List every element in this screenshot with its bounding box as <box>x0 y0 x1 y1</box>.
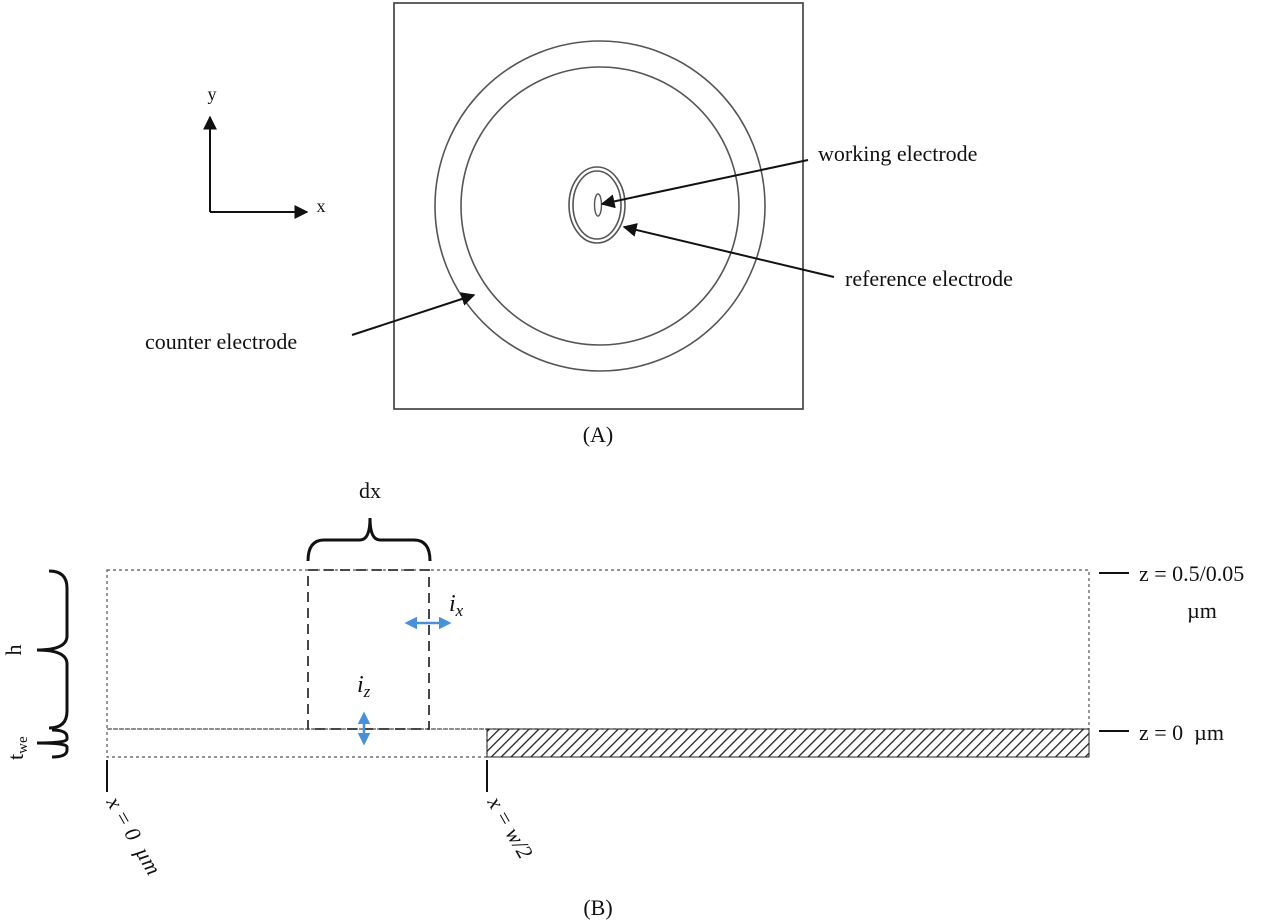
x-half-label: x = w/2 <box>482 791 538 863</box>
xy-axes: y x <box>203 84 326 219</box>
working-electrode <box>593 193 603 217</box>
electrolyte-domain <box>106 569 1090 730</box>
h-label: h <box>1 645 26 656</box>
ix-label: ix <box>449 591 464 620</box>
reference-electrode-leader <box>622 223 835 278</box>
reference-electrode-label: reference electrode <box>845 266 1013 291</box>
z-top-label-line2: µm <box>1187 598 1217 623</box>
ix-sub: x <box>455 601 464 620</box>
z-top-label-line1: z = 0.5/0.05 <box>1139 561 1244 586</box>
counter-electrode-leader <box>351 292 476 336</box>
x-zero-label: x = 0 µm <box>101 791 166 879</box>
counter-electrode-label: counter electrode <box>145 329 297 354</box>
control-volume <box>307 569 430 730</box>
twe-label: twe <box>3 736 31 760</box>
reference-electrode-outer <box>568 166 626 244</box>
dx-label: dx <box>359 478 381 503</box>
z-zero-label: z = 0 µm <box>1139 720 1224 745</box>
y-axis-label: y <box>208 84 217 104</box>
h-brace <box>36 569 69 730</box>
iz-sub: z <box>363 682 371 701</box>
working-electrode-leader <box>600 159 809 209</box>
twe-brace <box>36 728 69 759</box>
x-axis-label: x <box>317 196 326 216</box>
ix-main: i <box>449 591 456 617</box>
insulating-substrate-hatched <box>486 728 1090 758</box>
twe-sub: we <box>15 736 31 754</box>
panel-a-caption: (A) <box>583 422 614 447</box>
panel-b-caption: (B) <box>583 895 612 920</box>
working-electrode-layer <box>106 728 488 758</box>
iz-main: i <box>357 672 364 698</box>
panel-a: y x working electrode reference electrod… <box>145 2 1013 447</box>
counter-electrode-outer-ring <box>434 40 766 372</box>
panel-b: dx h twe ix iz z = 0.5/0.05 µm z = 0 µm … <box>1 478 1244 920</box>
counter-electrode-inner-ring <box>460 66 740 346</box>
chip-outline <box>393 2 804 410</box>
twe-main: t <box>3 754 28 760</box>
working-electrode-label: working electrode <box>818 141 977 166</box>
iz-label: iz <box>357 672 371 701</box>
reference-electrode-inner <box>572 170 622 240</box>
dx-brace <box>306 517 432 562</box>
